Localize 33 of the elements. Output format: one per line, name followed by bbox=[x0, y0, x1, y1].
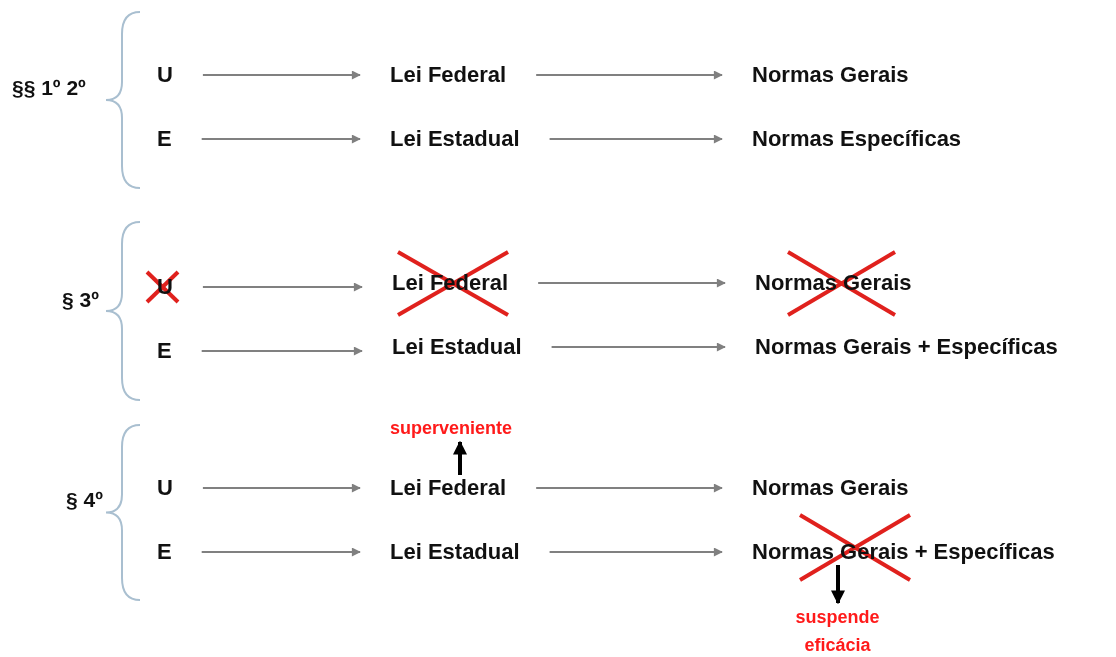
annotation-text: superveniente bbox=[390, 414, 513, 442]
node-text: Lei Federal bbox=[390, 475, 507, 501]
node-text: Normas Específicas bbox=[752, 126, 962, 152]
section-label: §§ 1º 2º bbox=[12, 76, 86, 100]
arrow bbox=[200, 346, 363, 356]
arrow bbox=[535, 70, 723, 80]
arrow bbox=[453, 440, 467, 475]
node-text: Lei Estadual bbox=[390, 126, 520, 152]
section-label: § 3º bbox=[62, 288, 99, 312]
arrow bbox=[548, 134, 723, 144]
node-text: E bbox=[157, 126, 172, 152]
node-text: Normas Gerais bbox=[752, 475, 909, 501]
arrow bbox=[201, 282, 363, 292]
node-text: Lei Federal bbox=[390, 62, 507, 88]
arrow bbox=[550, 342, 726, 352]
annotation-text: suspende eficácia bbox=[785, 603, 890, 657]
node-text: E bbox=[157, 539, 172, 565]
arrow bbox=[200, 547, 361, 557]
arrow bbox=[548, 547, 723, 557]
arrow bbox=[200, 134, 361, 144]
node-text: Normas Gerais bbox=[752, 62, 909, 88]
node-text: E bbox=[157, 338, 172, 364]
arrow bbox=[201, 70, 361, 80]
node-text: U bbox=[157, 475, 173, 501]
arrow bbox=[535, 483, 723, 493]
node-text: Normas Gerais + Específicas bbox=[755, 334, 1058, 360]
arrow bbox=[201, 483, 361, 493]
section-label: § 4º bbox=[66, 488, 103, 512]
arrow bbox=[537, 278, 726, 288]
node-text: U bbox=[157, 62, 173, 88]
node-text: Lei Estadual bbox=[390, 539, 520, 565]
node-text: Lei Estadual bbox=[392, 334, 522, 360]
arrow bbox=[831, 565, 845, 605]
